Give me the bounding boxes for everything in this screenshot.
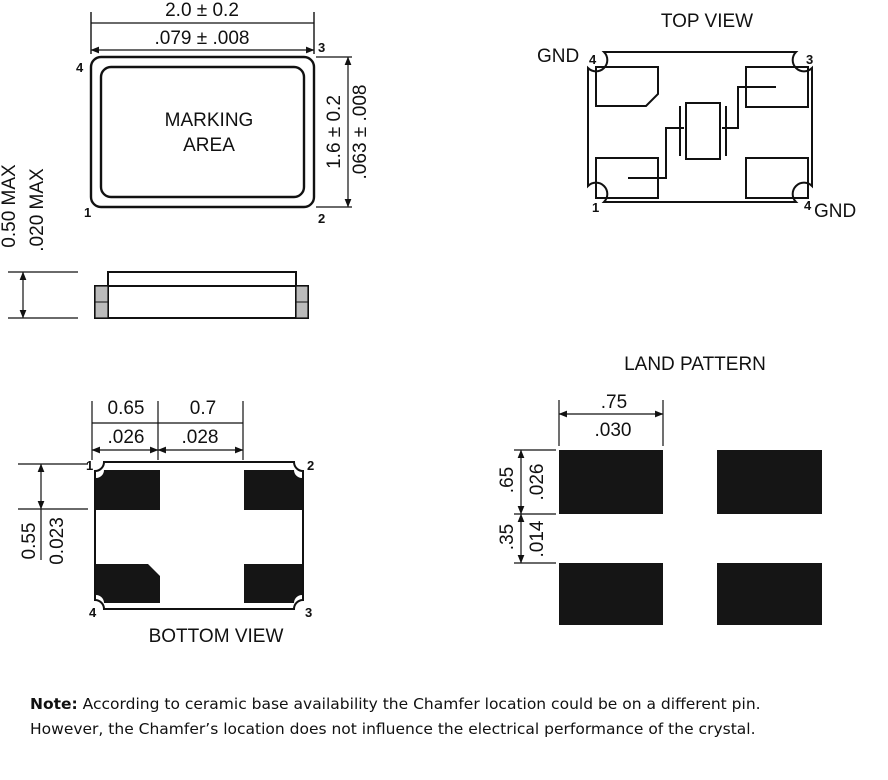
bottom-pad-1 — [96, 470, 160, 510]
chamfer-note: Note: According to ceramic base availabi… — [30, 692, 880, 742]
marking-label-1: MARKING — [165, 110, 254, 131]
side-height-mm-label: 0.50 MAX — [0, 164, 20, 248]
bottom-pad-2 — [244, 470, 302, 510]
width-mm-label: 2.0 ± 0.2 — [165, 0, 239, 21]
bottom-pin3: 3 — [305, 605, 312, 620]
top-view-pin4-bottom: 4 — [804, 198, 812, 213]
top-view-schematic — [587, 51, 813, 203]
bottom-view-title: BOTTOM VIEW — [149, 626, 284, 647]
package-top-view — [89, 12, 352, 209]
land-pad-bottom-left — [559, 563, 663, 625]
bottom-pin2: 2 — [307, 458, 314, 473]
bottom-dim3-mm: 0.55 — [19, 523, 40, 560]
bottom-dim2-in: .028 — [182, 427, 219, 448]
top-view-pin1: 1 — [592, 200, 599, 215]
package-outline — [89, 55, 316, 209]
land-pad-h-in: .026 — [527, 464, 548, 501]
land-pads — [559, 450, 822, 625]
pin-label-3: 3 — [318, 40, 325, 55]
bottom-dim1-mm: 0.65 — [108, 398, 145, 419]
bottom-dim3-in: 0.023 — [47, 517, 68, 565]
land-width-in: .030 — [595, 420, 632, 441]
package-side-view — [8, 271, 309, 319]
land-width-mm: .75 — [601, 392, 627, 413]
note-line-1: Note: According to ceramic base availabi… — [30, 692, 880, 717]
top-view-pin4-top: 4 — [589, 52, 597, 67]
bottom-view-package — [94, 461, 304, 610]
note-label: Note: — [30, 695, 78, 713]
bottom-pin4: 4 — [89, 605, 97, 620]
land-pattern-dimensions — [514, 400, 664, 564]
land-pad-top-right — [717, 450, 822, 514]
bottom-pad-3 — [244, 564, 302, 603]
pin-label-1: 1 — [84, 205, 91, 220]
land-pad-h-mm: .65 — [497, 467, 518, 493]
land-gap-in: .014 — [527, 520, 548, 557]
bottom-pad-4 — [96, 564, 160, 603]
gnd-label-right: GND — [814, 201, 856, 222]
top-view-pin3: 3 — [806, 52, 813, 67]
gnd-label-left: GND — [537, 46, 579, 67]
height-mm-label: 1.6 ± 0.2 — [324, 95, 345, 169]
bottom-dim2-mm: 0.7 — [190, 398, 216, 419]
note-line-2: However, the Chamfer’s location does not… — [30, 720, 756, 738]
land-gap-mm: .35 — [497, 524, 518, 550]
width-in-label: .079 ± .008 — [155, 28, 250, 49]
pin-label-2: 2 — [318, 211, 325, 226]
note-text-1: According to ceramic base availability t… — [77, 695, 761, 713]
top-view-title: TOP VIEW — [661, 11, 753, 32]
bottom-view-dimensions — [18, 401, 244, 560]
land-pattern-title: LAND PATTERN — [624, 354, 766, 375]
bottom-pin1: 1 — [86, 458, 93, 473]
bottom-dim1-in: .026 — [108, 427, 145, 448]
land-pad-top-left — [559, 450, 663, 514]
marking-area-outline — [99, 65, 306, 199]
pin-label-4: 4 — [76, 60, 84, 75]
height-in-label: .063 ± .008 — [350, 85, 371, 180]
land-pad-bottom-right — [717, 563, 822, 625]
marking-label-2: AREA — [183, 135, 235, 156]
side-height-in-label: .020 MAX — [27, 168, 48, 252]
